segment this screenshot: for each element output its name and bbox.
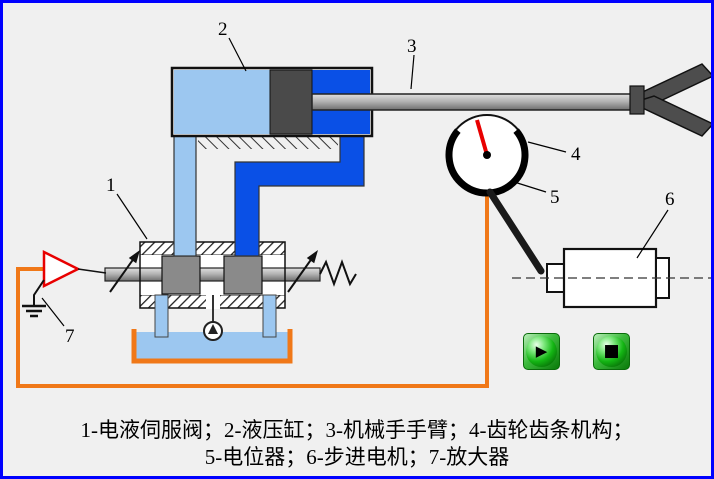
gripper: [629, 63, 714, 137]
pivot-dot: [483, 151, 491, 159]
callout-labels: 1 2 3 4 5 6 7: [41, 19, 675, 347]
stop-icon: ■: [603, 341, 620, 361]
caption-line-1: 1-电液伺服阀；2-液压缸；3-机械手手臂；4-齿轮齿条机构；: [80, 418, 634, 442]
label-rack-pinion: 4: [571, 144, 581, 165]
feedback-wire: [16, 196, 489, 388]
return-pipe-right: [262, 294, 277, 338]
label-line-cylinder: [228, 37, 247, 72]
label-line-arm: [410, 54, 415, 90]
cylinder-chamber-left: [174, 70, 270, 134]
spool-land-right: [223, 255, 263, 295]
cylinder-mount-hatch: [198, 137, 338, 149]
pipe-cylinder-left: [173, 135, 197, 257]
play-orb: ▶: [526, 336, 557, 367]
stop-orb: ■: [596, 336, 627, 367]
spool-land-left: [161, 255, 201, 295]
play-icon: ▶: [535, 342, 548, 360]
label-line-potentiometer: [510, 180, 547, 193]
amplifier-triangle: [42, 249, 81, 289]
potentiometer-needle: [475, 119, 489, 156]
label-arm: 3: [407, 36, 417, 57]
caption: 1-电液伺服阀；2-液压缸；3-机械手手臂；4-齿轮齿条机构； 5-电位器；6-…: [0, 417, 714, 471]
label-line-stepper-motor: [636, 209, 669, 259]
ground-lead: [33, 279, 45, 306]
label-line-servo-valve: [116, 193, 148, 240]
amplifier: [22, 249, 107, 318]
label-line-rack-pinion: [527, 141, 567, 153]
play-button[interactable]: ▶: [523, 333, 560, 370]
stepper-motor: [512, 247, 712, 309]
gripper-base: [629, 85, 645, 115]
amplifier-output-line: [77, 268, 107, 274]
link-rod: [486, 188, 545, 275]
spring-right-icon: [319, 259, 357, 287]
return-pipe-left: [154, 294, 169, 338]
rack-pinion-potentiometer: [445, 114, 529, 197]
valve-top-wall: [139, 241, 286, 256]
solenoid-arrow-right-head: [306, 250, 318, 264]
stop-button[interactable]: ■: [593, 333, 630, 370]
tank-outline: [131, 329, 293, 364]
label-line-amplifier: [41, 297, 65, 327]
label-cylinder: 2: [218, 19, 228, 40]
label-servo-valve: 1: [106, 175, 116, 196]
pipe-cylinder-right: [234, 135, 365, 257]
pump-arrow-icon: [208, 324, 218, 334]
piston: [269, 69, 313, 135]
label-potentiometer: 5: [550, 187, 560, 208]
label-stepper-motor: 6: [665, 189, 675, 210]
solenoid-arrow-left-head: [128, 250, 140, 264]
piston-rod-rack: [311, 93, 643, 111]
spool-stem: [104, 267, 321, 282]
label-amplifier: 7: [65, 326, 75, 347]
caption-line-2: 5-电位器；6-步进电机；7-放大器: [204, 445, 510, 469]
